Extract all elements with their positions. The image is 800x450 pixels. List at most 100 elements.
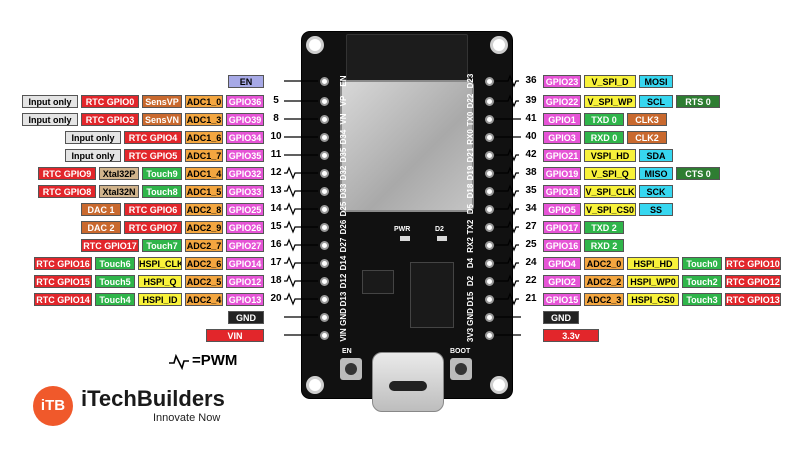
left-pin-number: 12 xyxy=(270,167,282,178)
right-label-0-0: GPIO23 xyxy=(543,75,581,88)
right-label-0-1: V_SPI_D xyxy=(584,75,636,88)
left-label-11-3: ADC2_5 xyxy=(185,275,223,288)
left-label-7-3: GPIO25 xyxy=(226,203,264,216)
left-pin-number: 15 xyxy=(270,221,282,232)
right-label-9-1: RXD 2 xyxy=(584,239,624,252)
pwr-led-label: PWR xyxy=(394,226,411,233)
pwm-legend-text: =PWM xyxy=(192,352,238,369)
right-label-4-0: GPIO21 xyxy=(543,149,581,162)
pin-hole xyxy=(320,115,329,124)
left-label-7-0: DAC 1 xyxy=(81,203,121,216)
mount-hole-top-right xyxy=(490,36,508,54)
left-label-11-4: GPIO12 xyxy=(226,275,264,288)
right-label-12-4: RTC GPIO13 xyxy=(725,293,781,306)
left-label-1-4: GPIO36 xyxy=(226,95,264,108)
right-label-8-1: TXD 2 xyxy=(584,221,624,234)
pin-hole xyxy=(485,241,494,250)
pin-hole xyxy=(485,133,494,142)
left-pin-number xyxy=(266,74,286,88)
mount-hole-bottom-left xyxy=(306,376,324,394)
pin-hole xyxy=(320,259,329,268)
right-label-11-3: Touch2 xyxy=(682,275,722,288)
left-label-5-4: GPIO32 xyxy=(226,167,264,180)
right-label-4-2: SDA xyxy=(639,149,673,162)
right-pin-number: 22 xyxy=(525,275,537,286)
left-label-5-2: Touch9 xyxy=(142,167,182,180)
left-label-0-0: EN xyxy=(228,75,264,88)
right-label-10-1: ADC2_0 xyxy=(584,257,624,270)
right-pin-number: 39 xyxy=(525,95,537,106)
voltage-regulator xyxy=(362,270,394,294)
board-pin-label: VIN xyxy=(339,328,348,342)
pwm-icon xyxy=(169,354,189,370)
left-label-11-2: HSPI_Q xyxy=(138,275,182,288)
left-label-11-1: Touch5 xyxy=(95,275,135,288)
right-pin-number: 41 xyxy=(525,113,537,124)
d2-led-label: D2 xyxy=(435,226,444,233)
pwm-icon xyxy=(284,274,298,288)
en-button-label: EN xyxy=(342,348,352,355)
left-label-2-1: RTC GPIO3 xyxy=(81,113,139,126)
left-label-2-4: GPIO39 xyxy=(226,113,264,126)
left-label-1-0: Input only xyxy=(22,95,78,108)
right-label-11-2: HSPI_WP0 xyxy=(627,275,679,288)
right-label-0-2: MOSI xyxy=(639,75,673,88)
boot-button[interactable] xyxy=(450,358,472,380)
mount-hole-bottom-right xyxy=(490,376,508,394)
right-pin-number xyxy=(521,328,541,342)
right-label-6-2: SCK xyxy=(639,185,673,198)
left-label-12-1: Touch4 xyxy=(95,293,135,306)
right-label-7-1: V_SPI_CS0 xyxy=(584,203,636,216)
left-label-3-2: ADC1_6 xyxy=(185,131,223,144)
pin-hole xyxy=(320,331,329,340)
pin-hole xyxy=(320,133,329,142)
left-label-13-0: GND xyxy=(228,311,264,324)
en-button[interactable] xyxy=(340,358,362,380)
esp32-board: PWR D2 EN BOOT xyxy=(302,32,512,412)
right-label-6-0: GPIO18 xyxy=(543,185,581,198)
left-pin-number: 14 xyxy=(270,203,282,214)
left-label-3-3: GPIO34 xyxy=(226,131,264,144)
left-label-10-1: Touch6 xyxy=(95,257,135,270)
left-label-2-3: ADC1_3 xyxy=(185,113,223,126)
left-label-8-2: ADC2_9 xyxy=(185,221,223,234)
right-label-13-0: GND xyxy=(543,311,579,324)
right-label-2-0: GPIO1 xyxy=(543,113,581,126)
pin-hole xyxy=(485,97,494,106)
right-label-12-0: GPIO15 xyxy=(543,293,581,306)
right-label-5-3: CTS 0 xyxy=(676,167,720,180)
left-label-1-2: SensVP xyxy=(142,95,182,108)
pin-hole xyxy=(320,223,329,232)
left-pin-number: 13 xyxy=(270,185,282,196)
board-pin-label: EN xyxy=(339,75,348,87)
left-pin-number xyxy=(266,310,286,324)
right-pin-number: 38 xyxy=(525,167,537,178)
right-label-10-4: RTC GPIO10 xyxy=(725,257,781,270)
pin-hole xyxy=(485,115,494,124)
pwm-icon xyxy=(284,184,298,198)
pin-hole xyxy=(320,295,329,304)
pin-hole xyxy=(320,205,329,214)
pin-hole xyxy=(485,205,494,214)
right-label-5-1: V_SPI_Q xyxy=(584,167,636,180)
left-label-10-2: HSPI_CLK xyxy=(138,257,182,270)
left-label-2-2: SensVN xyxy=(142,113,182,126)
right-label-1-1: V_SPI_WP xyxy=(584,95,636,108)
left-label-10-3: ADC2_6 xyxy=(185,257,223,270)
right-label-3-1: RXD 0 xyxy=(584,131,624,144)
mount-hole-top-left xyxy=(306,36,324,54)
left-label-12-3: ADC2_4 xyxy=(185,293,223,306)
left-label-6-0: RTC GPIO8 xyxy=(38,185,96,198)
pin-hole xyxy=(320,97,329,106)
usb-c-port[interactable] xyxy=(372,352,444,412)
right-pin-number: 42 xyxy=(525,149,537,160)
right-label-10-2: HSPI_HD xyxy=(627,257,679,270)
left-label-5-1: Xtal32P xyxy=(99,167,139,180)
left-pin-number: 20 xyxy=(270,293,282,304)
right-label-2-2: CLK3 xyxy=(627,113,667,126)
pwm-icon xyxy=(284,256,298,270)
pwm-icon xyxy=(284,202,298,216)
left-label-10-0: RTC GPIO16 xyxy=(34,257,92,270)
right-pin-number: 34 xyxy=(525,203,537,214)
right-pin-number: 24 xyxy=(525,257,537,268)
